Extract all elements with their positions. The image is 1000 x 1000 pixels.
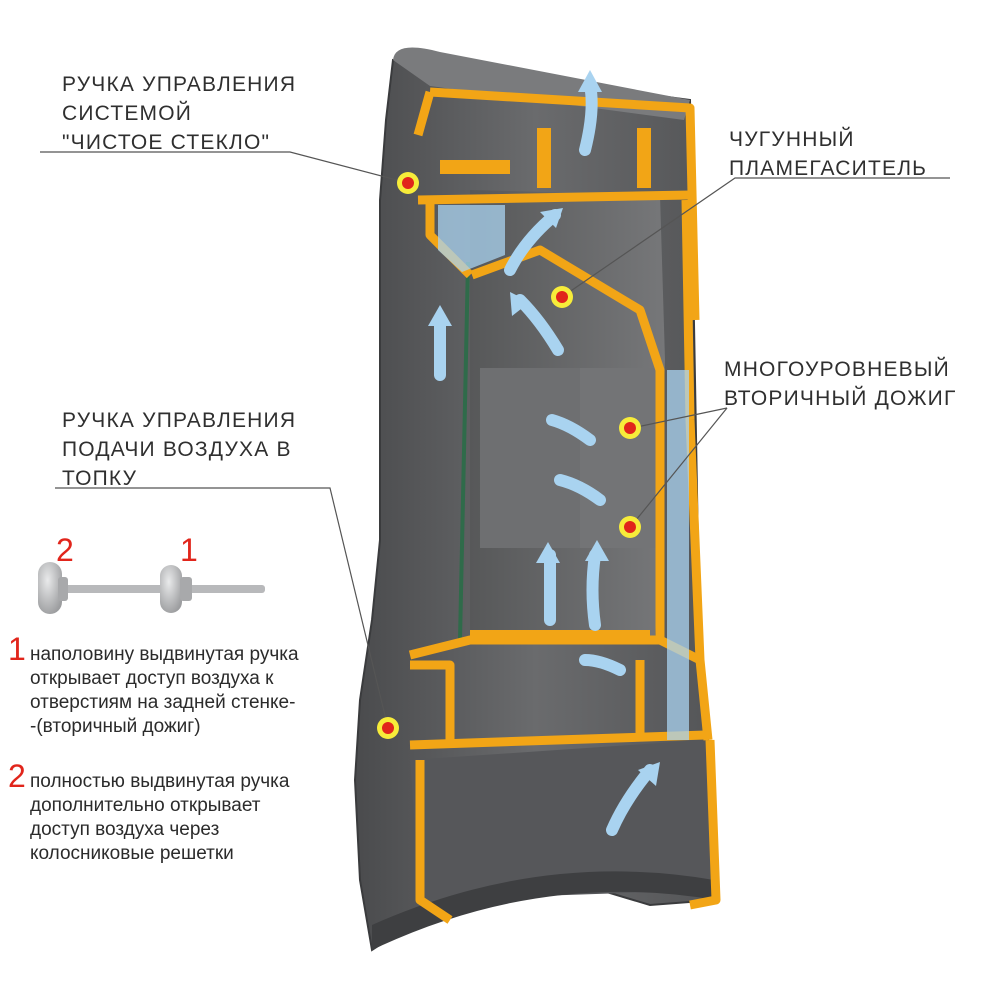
callout-line: ВТОРИЧНЫЙ ДОЖИГ [724,387,957,410]
note-line: доступ воздуха через [30,819,220,840]
callout-air-supply-control: РУЧКА УПРАВЛЕНИЯ ПОДАЧИ ВОЗДУХА В ТОПКУ [62,406,296,493]
note-line: полностью выдвинутая ручка [30,771,290,792]
marker-dot-icon [619,516,641,538]
marker-dot-icon [551,286,573,308]
note-line: отверстиям на задней стенке- [30,692,296,713]
callout-line: ТОПКУ [62,467,138,490]
callout-line: МНОГОУРОВНЕВЫЙ [724,358,950,381]
callout-line: "ЧИСТОЕ СТЕКЛО" [62,131,271,154]
marker-dot-icon [619,417,641,439]
callout-clean-glass-control: РУЧКА УПРАВЛЕНИЯ СИСТЕМОЙ "ЧИСТОЕ СТЕКЛО… [62,70,296,157]
note-line: -(вторичный дожиг) [30,716,201,737]
handle-knob-icon [38,562,68,614]
note-fully-pulled: 2 полностью выдвинутая ручка дополнитель… [8,760,290,866]
markers [377,172,641,739]
callout-line: РУЧКА УПРАВЛЕНИЯ [62,409,297,432]
airflow-arrow-icon [579,79,598,156]
note-number: 1 [8,631,26,667]
callout-line: РУЧКА УПРАВЛЕНИЯ [62,73,297,96]
handle-position-label-1: 1 [180,532,198,568]
note-line: наполовину выдвинутая ручка [30,644,299,665]
callout-line: ПЛАМЕГАСИТЕЛЬ [729,157,928,180]
leader-lines [40,151,950,729]
callout-line: СИСТЕМОЙ [62,102,193,125]
airflow-arrow-icon [546,414,596,446]
airflow-arrow-icon [579,654,626,676]
callout-secondary-burn: МНОГОУРОВНЕВЫЙ ВТОРИЧНЫЙ ДОЖИГ [724,355,957,413]
marker-dot-icon [397,172,419,194]
handle-knob-icon [160,565,192,613]
airflow-arrow-icon [554,474,606,506]
note-line: колосниковые решетки [30,843,234,864]
note-line: дополнительно открывает [30,795,261,816]
note-line: открывает доступ воздуха к [30,668,274,689]
note-half-pulled: 1 наполовину выдвинутая ручка открывает … [8,633,299,739]
handle-position-label-2: 2 [56,532,74,568]
marker-dot-icon [377,717,399,739]
callout-line: ПОДАЧИ ВОЗДУХА В [62,438,292,461]
handle-illustration [38,562,265,614]
note-number: 2 [8,758,26,794]
stove-body [353,47,718,952]
airflow-arrow-icon [586,549,601,631]
callout-line: ЧУГУННЫЙ [729,128,855,151]
callout-flame-arrester: ЧУГУННЫЙ ПЛАМЕГАСИТЕЛЬ [729,125,927,183]
